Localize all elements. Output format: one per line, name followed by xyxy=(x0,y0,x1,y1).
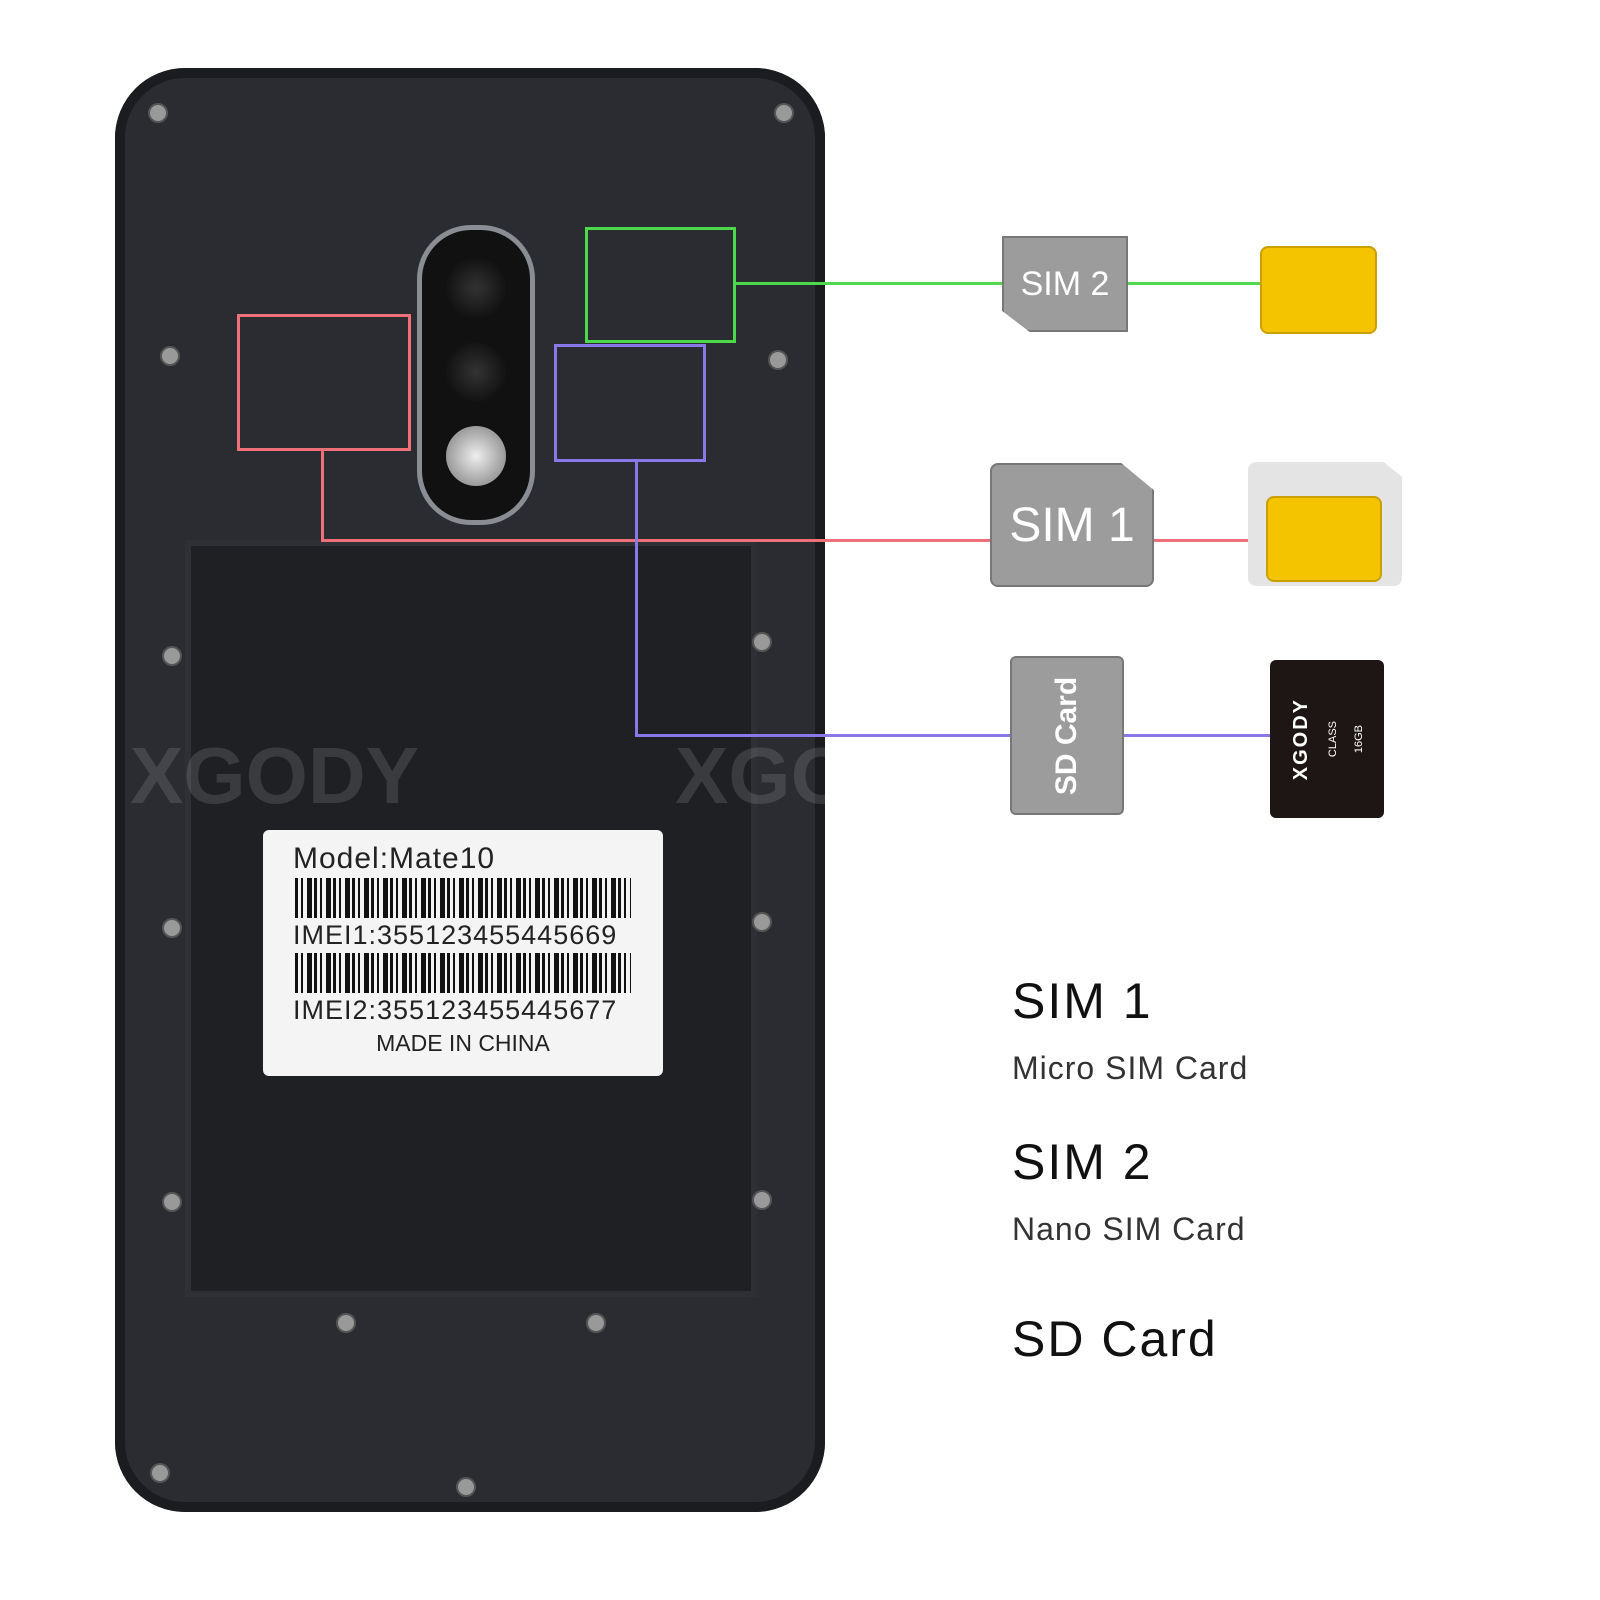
screw xyxy=(162,918,182,938)
micro-sim-card-icon xyxy=(1248,462,1402,586)
legend-sim2-title: SIM 2 xyxy=(1012,1134,1153,1190)
sim1-slot-highlight xyxy=(237,314,411,451)
sd-class: CLASS xyxy=(1326,720,1339,758)
sd-slot-highlight xyxy=(554,344,706,462)
origin-text: MADE IN CHINA xyxy=(376,1030,550,1056)
sd-tag: SD Card xyxy=(1010,656,1124,815)
sim2-slot-highlight xyxy=(585,227,736,343)
model-text: Model:Mate10 xyxy=(293,842,496,875)
flash-icon xyxy=(446,426,506,486)
screw xyxy=(768,350,788,370)
watermark: XGODY xyxy=(675,731,964,820)
watermark: XGODY xyxy=(130,731,419,820)
nano-sim-chip-icon xyxy=(1260,246,1377,334)
sd-capacity: 16GB xyxy=(1352,724,1365,754)
screw xyxy=(752,912,772,932)
sim1-tag: SIM 1 xyxy=(990,463,1154,587)
imei2-text: IMEI2:355123455445677 xyxy=(293,995,618,1025)
camera-lens xyxy=(446,258,506,318)
sim2-connector xyxy=(733,282,1003,285)
screw xyxy=(336,1313,356,1333)
screw xyxy=(162,646,182,666)
sim1-connector xyxy=(321,539,991,542)
sim2-connector xyxy=(1127,282,1260,285)
camera-module xyxy=(417,225,535,525)
imei-label: Model:Mate10 IMEI1:355123455445669 IMEI2… xyxy=(263,830,663,1076)
imei1-text: IMEI1:355123455445669 xyxy=(293,920,618,950)
sd-brand: XGODY xyxy=(1289,697,1312,781)
sim1-connector xyxy=(321,448,324,542)
screw xyxy=(160,346,180,366)
screw xyxy=(752,632,772,652)
screw xyxy=(456,1477,476,1497)
legend-sim1-title: SIM 1 xyxy=(1012,973,1153,1029)
screw xyxy=(774,103,794,123)
screw xyxy=(586,1313,606,1333)
sim1-connector xyxy=(1153,539,1248,542)
screw xyxy=(148,103,168,123)
barcode xyxy=(295,878,631,918)
sim2-tag: SIM 2 xyxy=(1002,236,1128,332)
sd-connector xyxy=(1122,734,1270,737)
legend-sim2-subtitle: Nano SIM Card xyxy=(1012,1211,1246,1247)
screw xyxy=(162,1192,182,1212)
screw xyxy=(150,1463,170,1483)
camera-lens xyxy=(446,342,506,402)
barcode xyxy=(295,953,631,993)
sd-card-icon: XGODY CLASS 16GB xyxy=(1270,660,1384,818)
legend-sim1-subtitle: Micro SIM Card xyxy=(1012,1050,1249,1086)
sim-chip-icon xyxy=(1266,496,1382,582)
sd-connector xyxy=(635,459,638,737)
screw xyxy=(752,1190,772,1210)
sd-connector xyxy=(635,734,1011,737)
legend-sd-title: SD Card xyxy=(1012,1311,1218,1367)
sd-tag-label: SD Card xyxy=(1050,676,1084,795)
